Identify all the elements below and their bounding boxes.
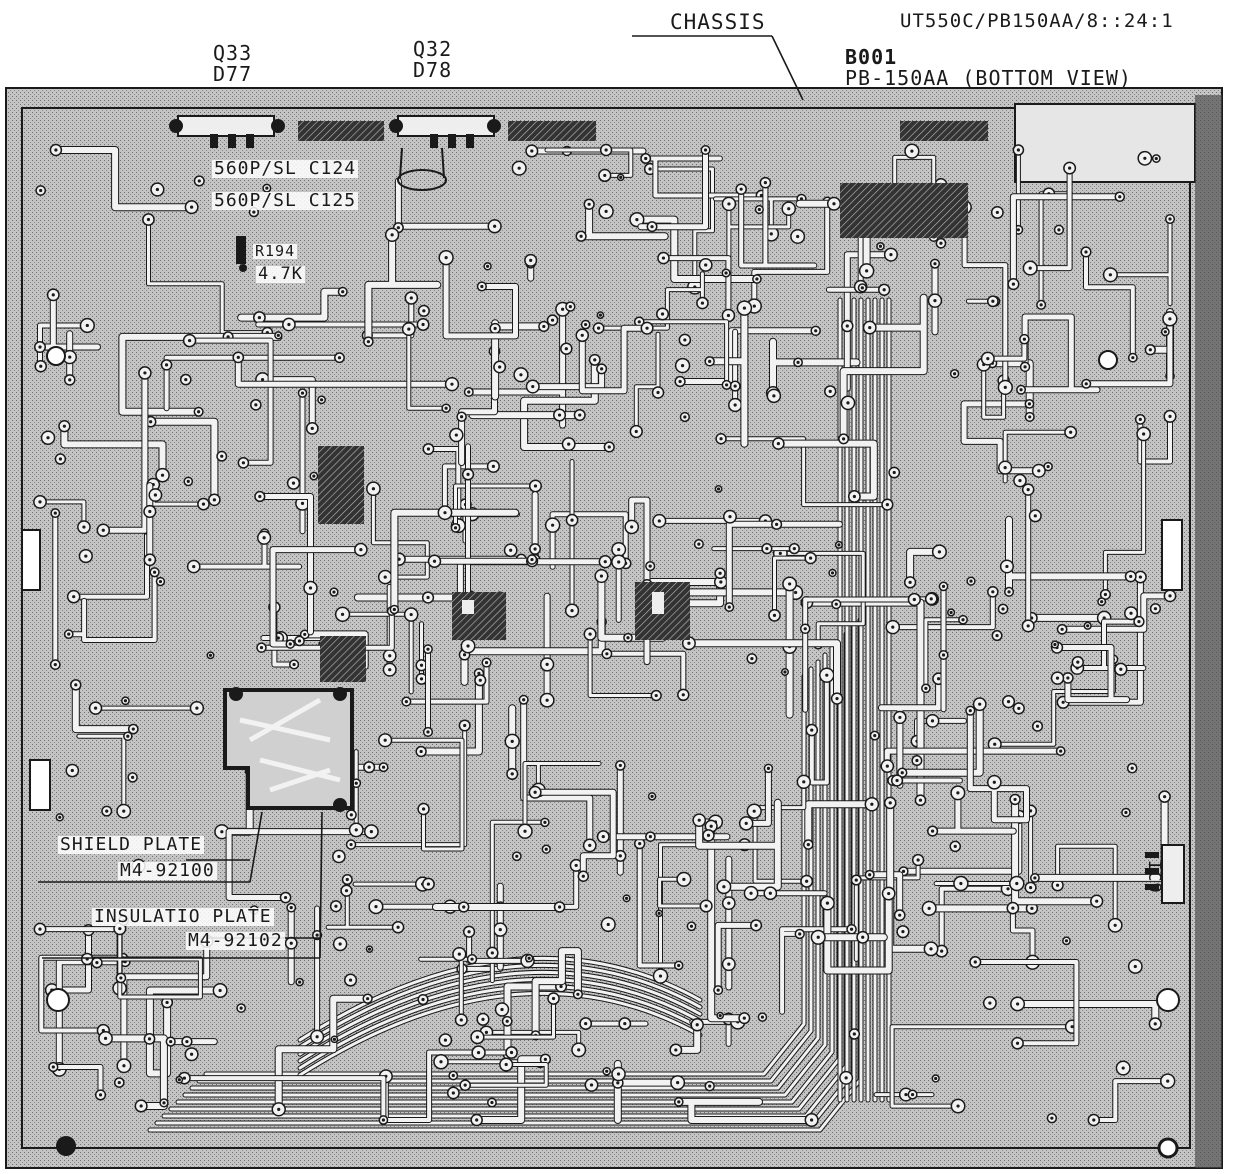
callout-shield-plate: SHIELD PLATE bbox=[58, 834, 205, 855]
mounting-holes bbox=[46, 346, 1180, 1159]
label-q33: Q33 bbox=[213, 41, 253, 65]
callout-shield-plate-part: M4-92100 bbox=[118, 860, 217, 881]
label-c125: 560P/SL C125 bbox=[212, 190, 359, 211]
ic9-connector bbox=[1145, 844, 1185, 904]
capacitor-c124-symbol bbox=[397, 147, 447, 191]
label-r194-ref: R194 bbox=[253, 242, 298, 260]
board-id: B001 bbox=[845, 45, 898, 69]
shield-plate-outline bbox=[223, 687, 354, 812]
board-title: PB-150AA (BOTTOM VIEW) bbox=[845, 66, 1132, 90]
copper-traces bbox=[33, 143, 1178, 1133]
chassis-label: CHASSIS bbox=[670, 10, 766, 34]
callout-insulation-plate: INSULATIO PLATE bbox=[92, 906, 274, 927]
label-d78: D78 bbox=[413, 58, 453, 82]
transistor-q32 bbox=[389, 115, 501, 148]
callout-insulation-plate-part: M4-92102 bbox=[186, 930, 285, 951]
hatched-components bbox=[298, 121, 988, 682]
document-id: UT550C/PB150AA/8::24:1 bbox=[900, 10, 1174, 32]
label-r194-value: 4.7K bbox=[256, 264, 305, 284]
transistor-q33 bbox=[169, 115, 285, 148]
label-q32: Q32 bbox=[413, 37, 453, 61]
label-d77: D77 bbox=[213, 62, 253, 86]
label-c124: 560P/SL C124 bbox=[212, 158, 359, 179]
resistor-r194-symbol bbox=[236, 236, 247, 272]
label-ic9: IC9 bbox=[1144, 860, 1164, 894]
